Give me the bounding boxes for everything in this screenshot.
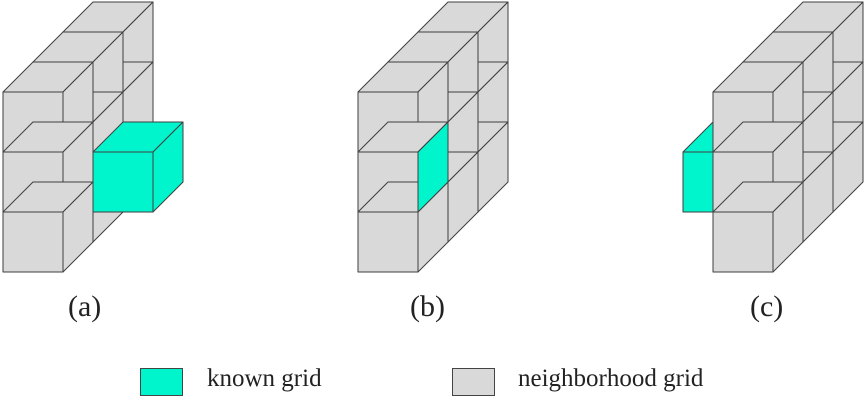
panel-c-label: (c) — [750, 290, 784, 323]
c-known-front-face — [682, 151, 714, 213]
panel-c-cube-stack — [682, 1, 864, 273]
panel-a-label: (a) — [68, 290, 102, 323]
b-known-face — [417, 121, 449, 213]
legend-known-label: known grid — [207, 365, 322, 392]
panel-b-cube-stack — [357, 1, 509, 273]
b-neighbor-cube-front-face — [357, 211, 419, 273]
c-neighbor-cube-front-face — [712, 211, 774, 273]
legend-neighbor-swatch — [452, 368, 495, 396]
a-neighbor-cube-front-face — [2, 211, 64, 273]
legend-known-swatch — [140, 368, 183, 396]
a-known-cube-front-face — [92, 151, 154, 213]
legend-neighbor-label: neighborhood grid — [518, 365, 704, 392]
panel-b-label: (b) — [410, 290, 445, 323]
panel-a-cube-stack — [2, 1, 184, 273]
